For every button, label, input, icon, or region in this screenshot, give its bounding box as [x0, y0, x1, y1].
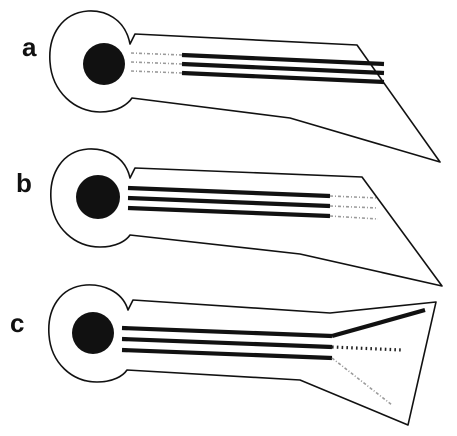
nucleus [72, 312, 114, 354]
panel-c: c [10, 285, 436, 425]
panel-a: a [22, 11, 440, 162]
panel-label: b [16, 168, 32, 198]
panel-label: c [10, 308, 24, 338]
cell-outline [51, 149, 442, 286]
nucleus [83, 43, 125, 85]
nucleus [76, 175, 120, 219]
cell-outline [50, 11, 440, 162]
panel-label: a [22, 32, 37, 62]
panel-b: b [16, 149, 442, 286]
